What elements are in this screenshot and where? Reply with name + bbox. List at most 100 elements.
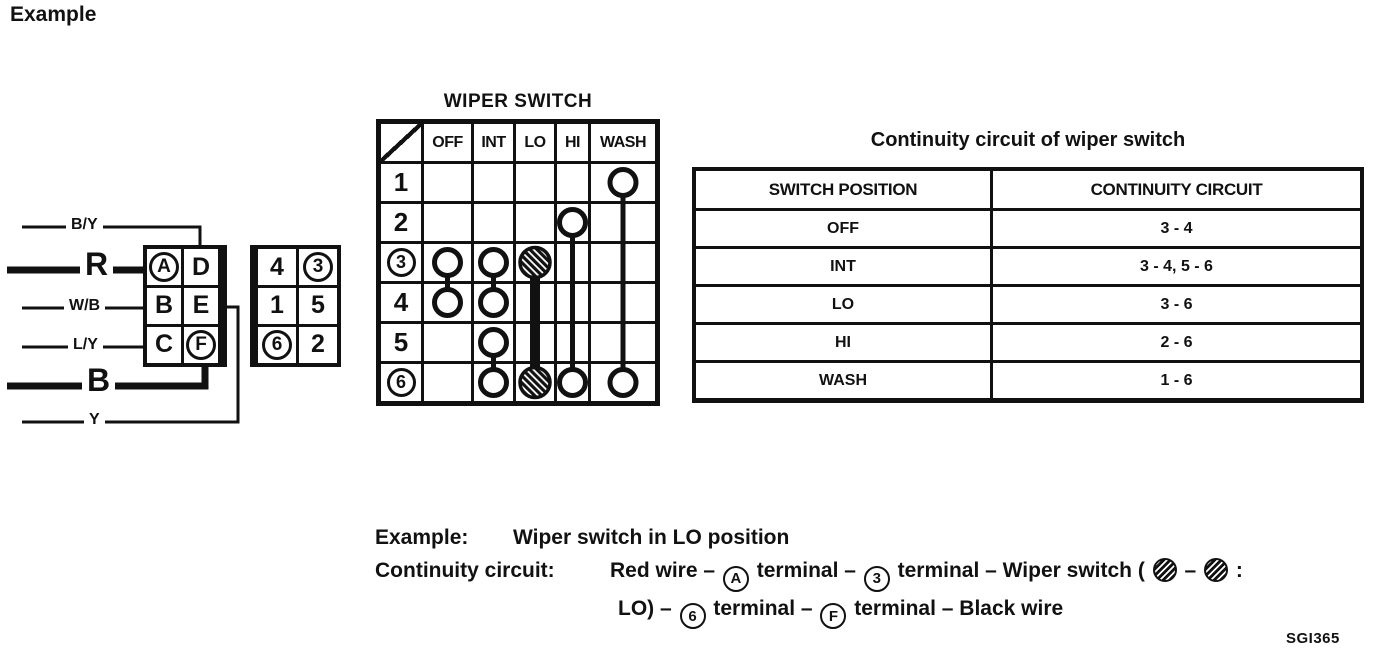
wiper-grid-cell — [557, 364, 588, 401]
path-text: LO) – — [618, 596, 678, 620]
wiper-grid-cell — [424, 364, 471, 401]
wiper-grid-cell — [424, 204, 471, 241]
continuity-path-line-2: LO) – 6 terminal – F terminal – Black wi… — [618, 592, 1243, 629]
connector-cell: D — [184, 249, 218, 286]
continuity-position-cell: LO — [696, 287, 990, 322]
connector-cell: 6 — [258, 326, 296, 363]
continuity-circuit-cell: 3 - 6 — [993, 287, 1360, 322]
continuity-position-cell: HI — [696, 325, 990, 360]
wiper-grid-cell — [557, 164, 588, 201]
circled-terminal: A — [149, 252, 179, 283]
wiper-grid-cell — [591, 284, 655, 321]
wiper-column-header: WASH — [591, 124, 655, 161]
continuity-position-cell: OFF — [696, 211, 990, 246]
wire-line-y — [22, 305, 240, 424]
wiper-grid-cell — [516, 364, 554, 401]
wire-label-r: R — [80, 246, 114, 283]
continuity-circuit-cell: 2 - 6 — [993, 325, 1360, 360]
wiper-row-label: 4 — [381, 284, 421, 321]
wiper-grid-cell — [591, 324, 655, 361]
wiper-column-header: HI — [557, 124, 588, 161]
connector-cell: 3 — [299, 249, 337, 286]
wiper-row-label: 5 — [381, 324, 421, 361]
wiper-switch-title: WIPER SWITCH — [443, 91, 593, 112]
wiper-row-label: 2 — [381, 204, 421, 241]
connector-cell: F — [184, 326, 218, 363]
wiper-grid-cell — [424, 244, 471, 281]
wiper-grid-cell — [557, 204, 588, 241]
note-example-label: Example: — [375, 526, 469, 549]
circled-terminal: 3 — [303, 252, 333, 283]
wiper-column-header: OFF — [424, 124, 471, 161]
example-note: Example: Wiper switch in LO position Cont… — [375, 521, 1243, 629]
continuity-circuit-cell: 3 - 4 — [993, 211, 1360, 246]
wiper-grid-cell — [516, 204, 554, 241]
wire-label-by: B/Y — [66, 216, 103, 234]
continuity-path-line-1: Red wire – A terminal – 3 terminal – Wip… — [610, 554, 1243, 592]
wire-label-y: Y — [84, 411, 105, 429]
continuity-circuit-cell: 1 - 6 — [993, 363, 1360, 398]
wiper-grid-cell — [516, 324, 554, 361]
connector-cell: C — [147, 326, 181, 363]
wire-line-b — [7, 362, 209, 390]
wiper-row-label: 1 — [381, 164, 421, 201]
wiper-grid-cell — [591, 204, 655, 241]
path-text: terminal – Black wire — [848, 596, 1064, 620]
circled-terminal: A — [722, 565, 749, 592]
wire-lines-graphic — [7, 225, 240, 424]
page-title: Example — [10, 3, 97, 26]
note-example-text: Wiper switch in LO position — [513, 526, 790, 549]
continuity-table-title: Continuity circuit of wiper switch — [870, 129, 1186, 151]
wire-label-b: B — [82, 362, 116, 399]
wiper-grid-cell — [474, 164, 513, 201]
path-text: terminal – Wiper switch ( — [891, 559, 1151, 582]
hatched-contact-icon — [1204, 558, 1229, 582]
wiper-grid-cell — [557, 324, 588, 361]
wire-line-by — [22, 225, 202, 246]
wiper-grid-cell — [474, 204, 513, 241]
figure-code: SGI365 — [1286, 630, 1340, 647]
connector-cell: A — [147, 249, 181, 286]
connector-cell: 1 — [258, 288, 296, 324]
note-continuity-label: Continuity circuit: — [375, 559, 555, 582]
circled-terminal: 6 — [262, 329, 292, 360]
circled-terminal: F — [820, 603, 847, 629]
wiper-grid-cell — [516, 164, 554, 201]
wiper-column-header: LO — [516, 124, 554, 161]
continuity-circuit-cell: 3 - 4, 5 - 6 — [993, 249, 1360, 284]
wiper-grid-cell — [474, 364, 513, 401]
continuity-position-cell: WASH — [696, 363, 990, 398]
wiper-row-label: 3 — [381, 244, 421, 281]
wiper-grid-cell — [474, 324, 513, 361]
wiper-grid-cell — [474, 284, 513, 321]
wiper-grid-cell — [557, 244, 588, 281]
note-line-1: Example: Wiper switch in LO position — [375, 521, 1243, 554]
circled-terminal: F — [186, 329, 216, 360]
path-text: Red wire – — [610, 559, 721, 582]
wiper-grid-cell — [424, 284, 471, 321]
circled-terminal: 3 — [863, 565, 890, 592]
continuity-header-cell: CONTINUITY CIRCUIT — [993, 171, 1360, 208]
connector-cell: 2 — [299, 326, 337, 363]
wiper-grid-cell — [557, 284, 588, 321]
wiper-grid-cell — [591, 164, 655, 201]
wire-label-ly: L/Y — [68, 336, 103, 354]
wiper-grid-cell — [591, 364, 655, 401]
wire-label-wb: W/B — [64, 297, 106, 315]
wiper-grid-cell — [516, 284, 554, 321]
wiper-column-header: INT — [474, 124, 513, 161]
circled-row-label: 3 — [386, 248, 416, 277]
hatched-contact-icon — [1152, 558, 1177, 582]
connector-cell: E — [184, 288, 218, 324]
note-line-2: Continuity circuit: Red wire – A termina… — [375, 554, 1243, 629]
circled-row-label: 6 — [386, 368, 416, 397]
wiper-grid-cell — [591, 244, 655, 281]
continuity-path: Red wire – A terminal – 3 terminal – Wip… — [610, 554, 1243, 629]
circled-terminal: 6 — [679, 603, 706, 629]
path-text: : — [1230, 559, 1243, 582]
wiper-grid-cell — [516, 244, 554, 281]
